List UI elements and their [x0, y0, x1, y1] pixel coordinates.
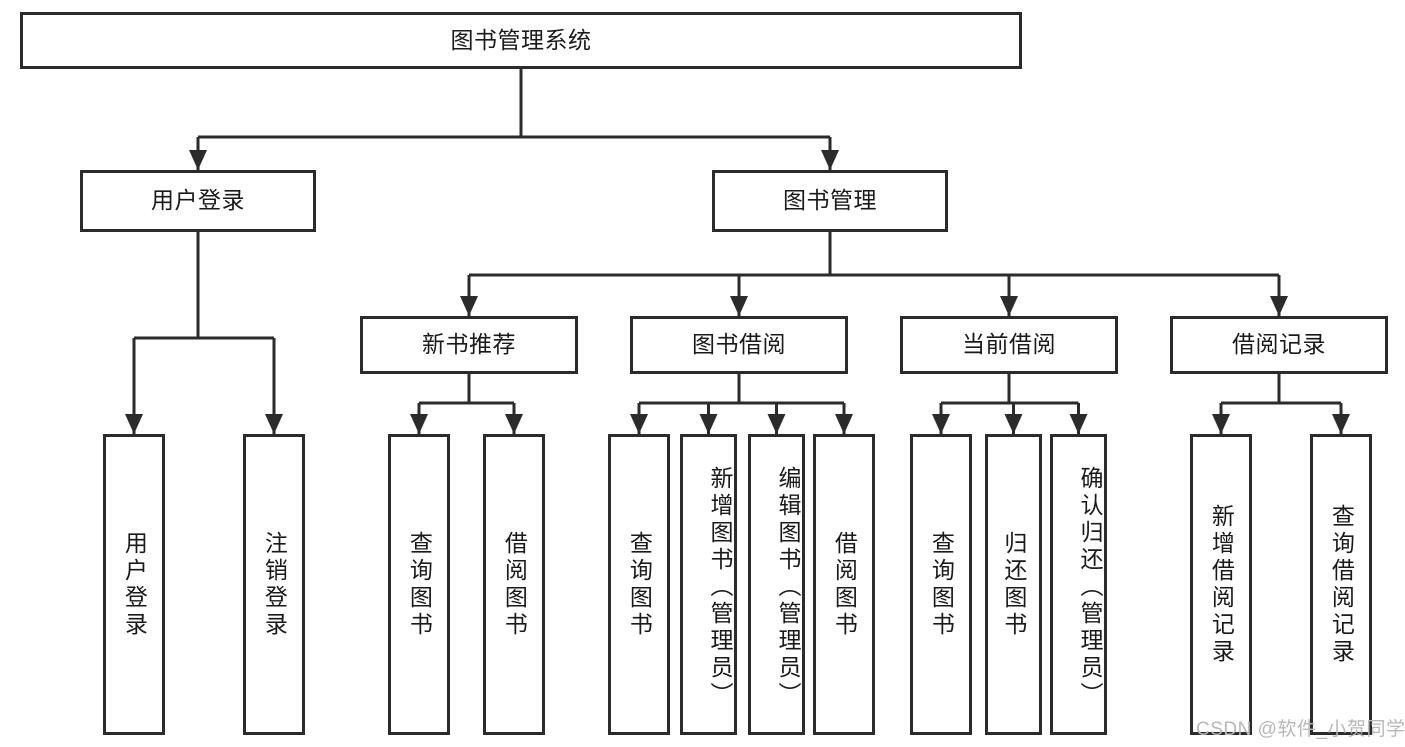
arrow-head-icon — [1000, 296, 1018, 316]
node-label-leaf-user-login: 用户登录 — [121, 530, 148, 639]
arrow-head-icon — [821, 150, 839, 170]
node-label-leaf-borrow-book-1: 借阅图书 — [501, 530, 528, 639]
node-label-new-book-rec: 新书推荐 — [422, 331, 516, 358]
node-label-book-borrow: 图书借阅 — [692, 331, 786, 358]
node-label-leaf-query-book-1: 查询图书 — [406, 530, 433, 639]
watermark-label: CSDN @软件_小贺同学 — [1196, 719, 1405, 740]
arrow-head-icon — [1004, 414, 1023, 434]
arrow-head-icon — [505, 414, 523, 434]
node-label-leaf-borrow-book-2: 借阅图书 — [831, 530, 858, 639]
node-leaf-user-login[interactable]: 用户登录 — [103, 434, 165, 735]
node-book-manage[interactable]: 图书管理 — [712, 170, 948, 232]
arrow-head-icon — [460, 296, 478, 316]
arrow-head-icon — [630, 414, 648, 434]
node-label-leaf-return-book: 归还图书 — [1000, 530, 1027, 639]
node-label-borrow-record: 借阅记录 — [1232, 331, 1326, 358]
node-root[interactable]: 图书管理系统 — [20, 12, 1022, 69]
node-borrow-record[interactable]: 借阅记录 — [1170, 316, 1388, 374]
node-new-book-rec[interactable]: 新书推荐 — [360, 316, 578, 374]
node-leaf-borrow-book-2[interactable]: 借阅图书 — [813, 434, 875, 735]
node-leaf-confirm-return[interactable]: 确认归还（管理员） — [1050, 434, 1107, 735]
node-label-leaf-logout: 注销登录 — [261, 530, 288, 639]
arrow-head-icon — [1069, 414, 1088, 434]
arrow-head-icon — [189, 150, 207, 170]
arrow-head-icon — [265, 414, 283, 434]
node-label-leaf-query-book-3: 查询图书 — [928, 530, 955, 639]
node-leaf-borrow-book-1[interactable]: 借阅图书 — [483, 434, 545, 735]
node-leaf-add-book[interactable]: 新增图书（管理员） — [680, 434, 737, 735]
node-leaf-edit-book[interactable]: 编辑图书（管理员） — [748, 434, 805, 735]
arrow-head-icon — [699, 414, 718, 434]
node-current-borrow[interactable]: 当前借阅 — [900, 316, 1118, 374]
node-leaf-query-book-2[interactable]: 查询图书 — [608, 434, 670, 735]
node-label-leaf-add-book: 新增图书（管理员） — [707, 466, 733, 709]
node-leaf-query-book-3[interactable]: 查询图书 — [910, 434, 972, 735]
node-leaf-add-record[interactable]: 新增借阅记录 — [1190, 434, 1252, 735]
arrow-head-icon — [767, 414, 786, 434]
node-label-current-borrow: 当前借阅 — [962, 331, 1056, 358]
node-user-login[interactable]: 用户登录 — [80, 170, 316, 232]
node-leaf-query-record[interactable]: 查询借阅记录 — [1310, 434, 1372, 735]
node-label-leaf-add-record: 新增借阅记录 — [1208, 503, 1235, 666]
node-label-user-login: 用户登录 — [151, 187, 245, 214]
arrow-head-icon — [1332, 414, 1350, 434]
arrow-head-icon — [730, 296, 748, 316]
arrow-head-icon — [1212, 414, 1230, 434]
arrow-head-icon — [410, 414, 428, 434]
node-label-leaf-edit-book: 编辑图书（管理员） — [775, 466, 801, 709]
node-label-leaf-confirm-return: 确认归还（管理员） — [1077, 466, 1103, 709]
node-leaf-return-book[interactable]: 归还图书 — [985, 434, 1042, 735]
arrow-head-icon — [1270, 296, 1288, 316]
arrow-head-icon — [125, 414, 143, 434]
node-leaf-query-book-1[interactable]: 查询图书 — [388, 434, 450, 735]
node-book-borrow[interactable]: 图书借阅 — [630, 316, 848, 374]
node-label-book-manage: 图书管理 — [783, 187, 877, 214]
arrow-head-icon — [932, 414, 950, 434]
node-leaf-logout[interactable]: 注销登录 — [243, 434, 305, 735]
arrow-head-icon — [835, 414, 853, 434]
node-label-root: 图书管理系统 — [450, 26, 592, 53]
node-label-leaf-query-book-2: 查询图书 — [626, 530, 653, 639]
node-label-leaf-query-record: 查询借阅记录 — [1328, 503, 1355, 666]
